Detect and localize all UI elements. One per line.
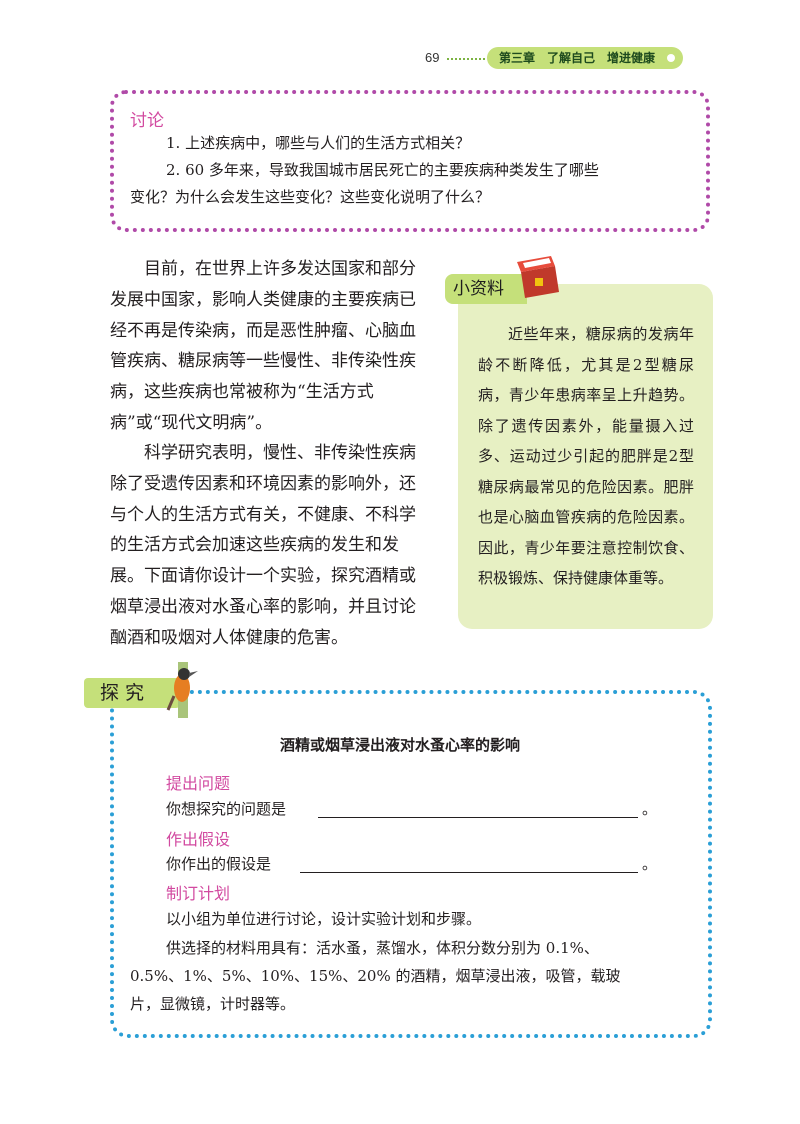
materials-line-3: 片，显微镜，计时器等。 bbox=[130, 995, 296, 1013]
discussion-question-1: 1. 上述疾病中，哪些与人们的生活方式相关？ bbox=[166, 134, 471, 152]
chapter-title: 第三章 了解自己 增进健康 bbox=[499, 51, 656, 65]
header-dotted-leader bbox=[447, 58, 485, 60]
treasure-box-icon bbox=[517, 256, 559, 298]
explore-box bbox=[110, 690, 712, 1038]
step-title-plan: 制订计划 bbox=[166, 884, 231, 903]
page-number: 69 bbox=[425, 50, 440, 65]
main-paragraph-1: 目前，在世界上许多发达国家和部分发展中国家，影响人类健康的主要疾病已经不再是传染… bbox=[110, 259, 416, 433]
hypothesis-answer-blank[interactable] bbox=[300, 872, 638, 873]
woodpecker-icon bbox=[166, 662, 198, 718]
step-question-prompt: 你想探究的问题是 bbox=[166, 800, 287, 818]
discussion-title: 讨论 bbox=[130, 111, 164, 131]
discussion-question-2-line-2: 变化？为什么会发生这些变化？这些变化说明了什么？ bbox=[130, 188, 491, 206]
explore-title: 酒精或烟草浸出液对水蚤心率的影响 bbox=[279, 736, 520, 754]
hypothesis-end-mark: 。 bbox=[642, 855, 658, 873]
main-paragraph-2: 科学研究表明，慢性、非传染性疾病除了受遗传因素和环境因素的影响外，还与个人的生活… bbox=[110, 443, 416, 648]
chapter-banner: 第三章 了解自己 增进健康 bbox=[487, 47, 683, 69]
step-title-hypothesis: 作出假设 bbox=[166, 830, 231, 849]
banner-dot-icon bbox=[667, 54, 675, 62]
info-text: 近些年来，糖尿病的发病年龄不断降低，尤其是2型糖尿病，青少年患病率呈上升趋势。除… bbox=[478, 325, 694, 587]
step-hypothesis-prompt: 你作出的假设是 bbox=[166, 855, 272, 873]
step-plan-text: 以小组为单位进行讨论，设计实验计划和步骤。 bbox=[166, 910, 482, 928]
materials-line-1: 供选择的材料用具有：活水蚤，蒸馏水，体积分数分别为 0.1%、 bbox=[166, 939, 599, 957]
question-end-mark: 。 bbox=[642, 800, 658, 818]
step-title-question: 提出问题 bbox=[166, 774, 231, 793]
discussion-question-2-line-1: 2. 60 多年来，导致我国城市居民死亡的主要疾病种类发生了哪些 bbox=[166, 161, 599, 179]
info-label: 小资料 bbox=[445, 274, 527, 304]
discussion-box bbox=[110, 90, 710, 232]
materials-line-2: 0.5%、1%、5%、10%、15%、20% 的酒精，烟草浸出液，吸管，载玻 bbox=[130, 967, 621, 985]
info-box bbox=[458, 284, 713, 629]
question-answer-blank[interactable] bbox=[318, 817, 638, 818]
explore-label: 探究 bbox=[84, 678, 180, 708]
